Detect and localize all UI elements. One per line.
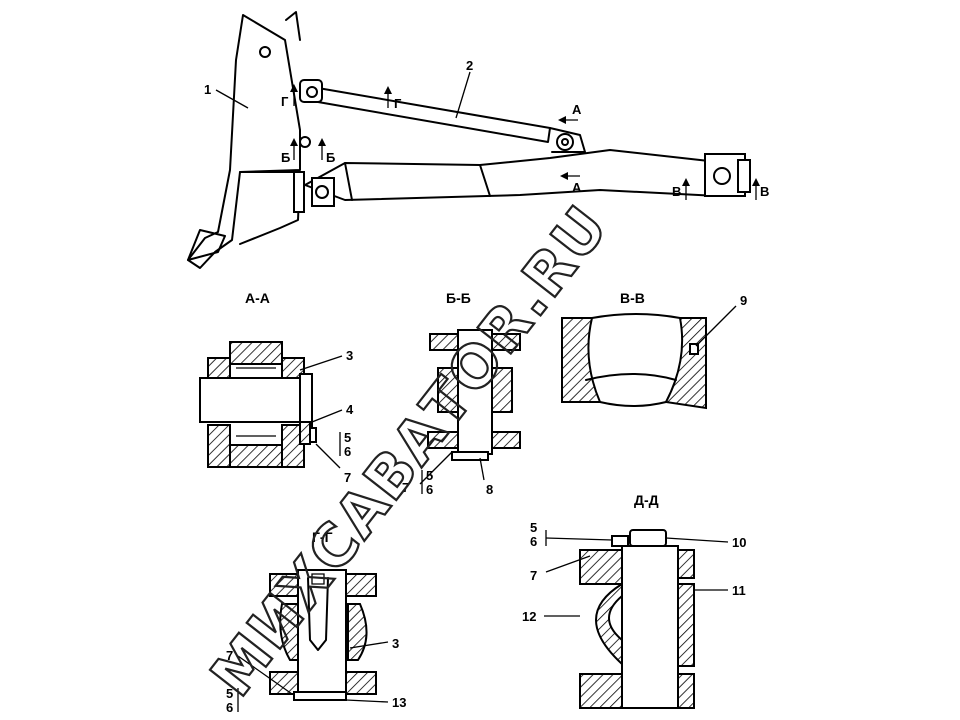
callout-5-d: 5 [530, 520, 537, 535]
svg-text:Г: Г [281, 94, 289, 109]
section-title-a-a: А-А [245, 290, 270, 306]
section-title-g-g: Г-Г [312, 529, 333, 545]
svg-text:Б: Б [326, 150, 335, 165]
callout-10: 10 [732, 535, 746, 550]
pin-d-d [621, 545, 679, 709]
svg-text:Г: Г [394, 96, 402, 111]
callout-5-b: 5 [426, 468, 433, 483]
section-d-d: Д-Д 10 5 6 7 11 12 [522, 492, 746, 709]
callout-1: 1 [204, 82, 211, 97]
section-g-g: Г-Г 3 7 5 6 13 [226, 529, 406, 715]
callout-7-d: 7 [530, 568, 537, 583]
blade [187, 14, 301, 269]
callout-9: 9 [740, 293, 747, 308]
section-title-b-b: Б-Б [446, 290, 471, 306]
pin-b-b [457, 329, 493, 455]
callout-2: 2 [466, 58, 473, 73]
cut-line-a-top: А [558, 102, 582, 124]
callout-6-a: 6 [344, 444, 351, 459]
cut-line-v-right: В [752, 178, 769, 200]
cut-line-a-bottom: А [560, 172, 582, 195]
main-assembly-view: Г Г Б Б А А В В 1 [187, 11, 769, 269]
callout-11: 11 [732, 583, 746, 598]
cut-line-b-left: Б [281, 138, 298, 165]
cut-line-g-right: Г [384, 86, 402, 111]
callout-7-g: 7 [226, 648, 233, 663]
section-b-b: Б-Б 7 5 6 8 [402, 290, 521, 497]
callout-4: 4 [346, 402, 354, 417]
callout-6-b: 6 [426, 482, 433, 497]
section-title-d-d: Д-Д [634, 492, 659, 508]
cut-line-g-left: Г [281, 84, 298, 109]
push-arm [304, 149, 719, 201]
section-v-v: В-В 9 [561, 290, 747, 410]
callout-13: 13 [392, 695, 406, 710]
svg-text:А: А [572, 102, 582, 117]
callout-3-a: 3 [346, 348, 353, 363]
svg-text:В: В [672, 184, 681, 199]
callout-7-a: 7 [344, 470, 351, 485]
callout-5-g: 5 [226, 686, 233, 701]
callout-6-g: 6 [226, 700, 233, 715]
brace-strut [317, 87, 551, 143]
svg-text:В: В [760, 184, 769, 199]
cut-line-b-right: Б [318, 138, 335, 165]
callout-6-d: 6 [530, 534, 537, 549]
callout-8: 8 [486, 482, 493, 497]
svg-text:Б: Б [281, 150, 290, 165]
section-a-a: А-А 3 4 5 6 7 [199, 290, 354, 485]
callout-12: 12 [522, 609, 536, 624]
svg-text:А: А [572, 180, 582, 195]
callout-7-b: 7 [402, 480, 409, 495]
section-title-v-v: В-В [620, 290, 645, 306]
callout-5-a: 5 [344, 430, 351, 445]
cut-line-v-left: В [672, 178, 690, 200]
callout-3-g: 3 [392, 636, 399, 651]
pin-a-a [199, 377, 313, 423]
